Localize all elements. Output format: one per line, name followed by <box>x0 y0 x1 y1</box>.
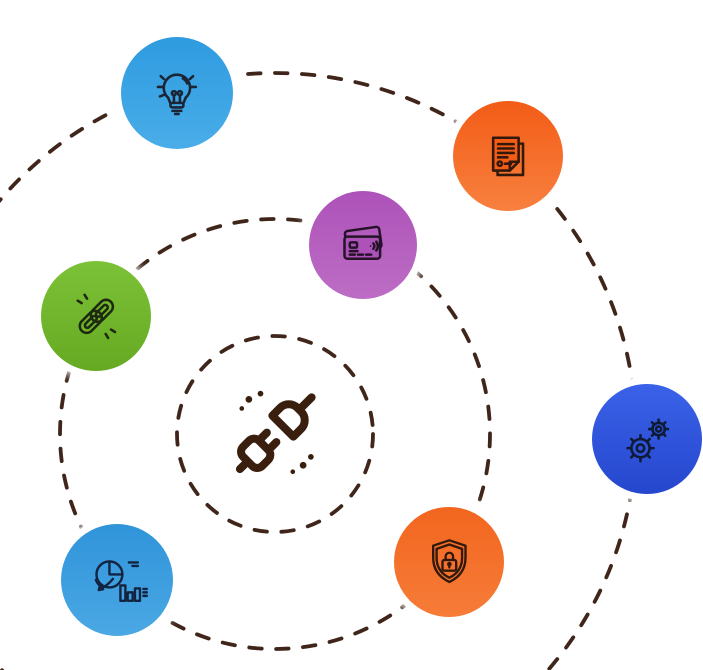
chain-link-icon <box>65 285 128 348</box>
gears-icon <box>616 408 679 471</box>
shield-lock-icon <box>418 531 481 594</box>
links-badge <box>41 261 151 371</box>
analytics-icon <box>85 548 149 612</box>
security-badge <box>394 507 504 617</box>
orbit-ring-inner <box>175 334 375 534</box>
documents-icon <box>477 125 540 188</box>
idea-badge <box>121 37 233 149</box>
credit-cards-icon <box>332 214 394 276</box>
orbit-ring-middle <box>58 217 492 651</box>
documents-badge <box>453 101 563 211</box>
lightbulb-icon <box>145 61 209 125</box>
settings-badge <box>592 384 702 494</box>
analytics-badge <box>61 524 173 636</box>
payments-badge <box>309 191 417 299</box>
